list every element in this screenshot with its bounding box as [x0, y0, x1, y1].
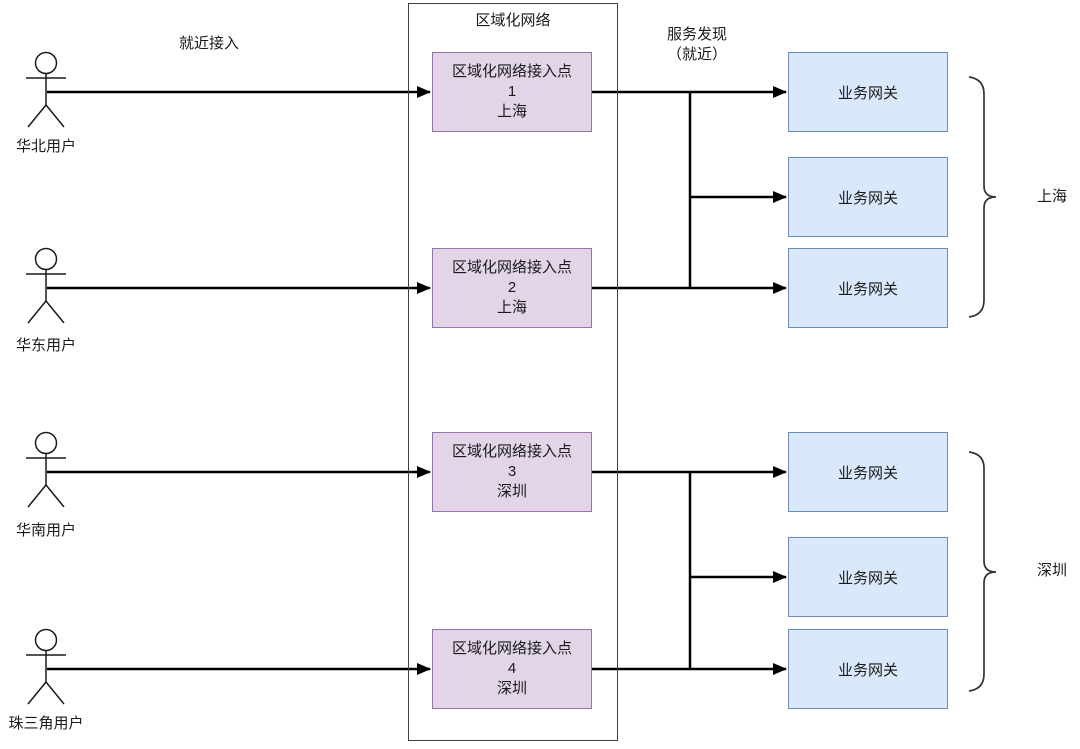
- region-label-shanghai: 上海: [1036, 188, 1067, 205]
- gateway-node-shanghai-3: 业务网关: [788, 248, 948, 328]
- access-point-name: 区域化网络接入点: [451, 443, 572, 460]
- access-point-name: 区域化网络接入点: [451, 63, 572, 80]
- access-point-city: 深圳: [496, 483, 527, 500]
- gateway-node-shenzhen-2: 业务网关: [788, 537, 948, 617]
- access-point-number: 3: [507, 463, 517, 480]
- access-point-city: 上海: [496, 103, 527, 120]
- access-point-name: 区域化网络接入点: [451, 259, 572, 276]
- access-point-number: 1: [507, 83, 517, 100]
- access-point-number: 2: [507, 279, 517, 296]
- gateway-label: 业务网关: [837, 189, 898, 207]
- region-label-shenzhen: 深圳: [1036, 562, 1067, 579]
- access-point-2-node: 区域化网络接入点 2 上海: [432, 248, 592, 328]
- service-discovery-line2: （就近）: [666, 46, 727, 63]
- gateway-label: 业务网关: [837, 84, 898, 102]
- gateway-node-shenzhen-1: 业务网关: [788, 432, 948, 512]
- gateway-label: 业务网关: [837, 569, 898, 587]
- gateway-node-shanghai-2: 业务网关: [788, 157, 948, 237]
- ap-to-gateway-arrows-shenzhen: [592, 466, 787, 675]
- user-to-ap-arrows: [47, 86, 431, 675]
- gateway-label: 业务网关: [837, 661, 898, 679]
- access-point-city: 上海: [496, 299, 527, 316]
- access-point-city: 深圳: [496, 680, 527, 697]
- user-label-south-china: 华南用户: [15, 522, 76, 539]
- user-label-east-china: 华东用户: [15, 337, 76, 354]
- brace-shenzhen: [968, 451, 997, 692]
- access-point-number: 4: [507, 660, 517, 677]
- user-label-pearl-river-delta: 珠三角用户: [8, 715, 84, 732]
- gateway-node-shenzhen-3: 业务网关: [788, 629, 948, 709]
- access-point-1-node: 区域化网络接入点 1 上海: [432, 52, 592, 132]
- gateway-label: 业务网关: [837, 464, 898, 482]
- proximity-access-label: 就近接入: [178, 35, 239, 52]
- user-label-north-china: 华北用户: [15, 138, 76, 155]
- ap-to-gateway-arrows-shanghai: [592, 86, 787, 294]
- service-discovery-label: 服务发现 （就近）: [617, 25, 777, 65]
- access-point-4-node: 区域化网络接入点 4 深圳: [432, 629, 592, 709]
- access-point-name: 区域化网络接入点: [451, 640, 572, 657]
- user-figure-south-china: [26, 431, 66, 508]
- user-figure-pearl-river-delta: [26, 628, 66, 705]
- regional-network-title: 区域化网络: [475, 12, 551, 29]
- user-figure-north-china: [26, 51, 66, 128]
- gateway-node-shanghai-1: 业务网关: [788, 52, 948, 132]
- access-point-3-node: 区域化网络接入点 3 深圳: [432, 432, 592, 512]
- user-figure-east-china: [26, 247, 66, 324]
- gateway-label: 业务网关: [837, 280, 898, 298]
- brace-shanghai: [968, 76, 997, 318]
- service-discovery-line1: 服务发现: [666, 26, 727, 43]
- regional-network-container: [408, 3, 618, 741]
